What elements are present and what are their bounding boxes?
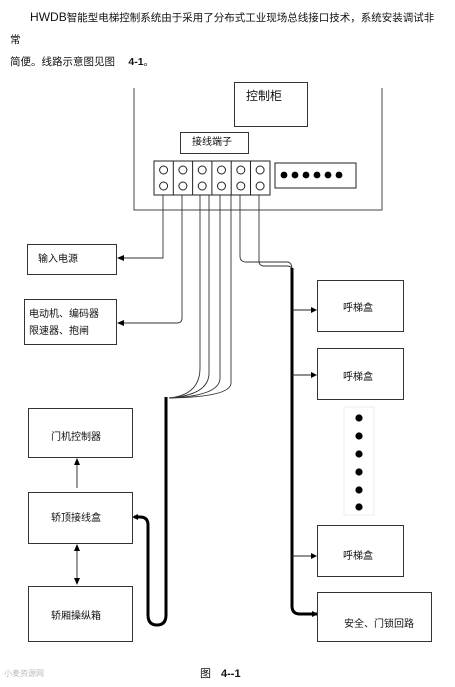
door-controller-box — [28, 408, 133, 458]
bus-arrow-1 — [311, 307, 317, 313]
door-controller-label: 门机控制器 — [51, 432, 101, 443]
door-link-arrow — [74, 458, 80, 465]
motor-encoder-label-1: 电动机、编码器 — [29, 309, 99, 320]
wire-traveling-4 — [168, 195, 232, 399]
call-box-2-label: 呼梯盒 — [343, 372, 373, 383]
call-box-1-label: 呼梯盒 — [343, 303, 373, 314]
power-arrow — [117, 255, 124, 261]
brand-name: HWDB — [30, 10, 67, 24]
traveling-cable — [134, 397, 168, 627]
hall-bus-cable — [290, 268, 318, 616]
motor-encoder-label-2: 限速器、抱闸 — [29, 326, 89, 337]
wire-power — [122, 195, 164, 259]
panel-link-arrow-down — [74, 578, 80, 585]
call-box-3 — [317, 525, 404, 577]
wire-traveling-3 — [168, 195, 221, 399]
intro-text-2: 简便。线路示意图见图 — [10, 56, 115, 68]
car-operating-panel-box — [28, 586, 133, 642]
power-input-label: 输入电源 — [38, 254, 78, 265]
caption-number: 4--1 — [221, 668, 241, 680]
figure-caption: 图 4--1 — [200, 665, 241, 681]
terminal-ellipsis-box — [274, 162, 357, 189]
terminal-label: 接线端子 — [192, 137, 232, 148]
caption-prefix: 图 — [200, 667, 211, 680]
power-input-box — [27, 244, 117, 275]
wire-motor — [122, 195, 183, 324]
panel-link-arrow-up — [74, 544, 80, 551]
control-cabinet-outline — [133, 88, 383, 211]
call-box-3-label: 呼梯盒 — [343, 551, 373, 562]
intro-line-1: HWDB智能型电梯控制系统由于采用了分布式工业现场总线接口技术，系统安装调试非常 — [10, 6, 440, 51]
watermark: 小麦资源网 — [4, 669, 44, 678]
safety-circuit-box — [317, 592, 432, 642]
car-top-box-label: 轿顶接线盒 — [51, 513, 101, 524]
intro-paragraph: HWDB智能型电梯控制系统由于采用了分布式工业现场总线接口技术，系统安装调试非常… — [10, 6, 440, 73]
call-box-2 — [317, 348, 404, 400]
wire-traveling-1 — [168, 195, 201, 399]
control-cabinet-label-box — [234, 82, 308, 127]
car-top-box — [28, 492, 133, 544]
bus-arrow-3 — [311, 553, 317, 559]
wire-bus-1 — [239, 195, 293, 271]
traveling-cable-arrow — [132, 514, 138, 520]
figure-reference: 4-1 — [128, 56, 144, 68]
terminal-label-box — [180, 132, 249, 154]
intro-line-2: 简便。线路示意图见图 4-1。 — [10, 51, 440, 73]
intro-text-1: 智能型电梯控制系统由于采用了分布式工业现场总线接口技术，系统安装调试非常 — [10, 12, 435, 46]
motor-arrow — [117, 320, 124, 326]
wire-bus-2 — [258, 195, 293, 271]
call-box-1 — [317, 280, 404, 332]
intro-period: 。 — [143, 56, 155, 68]
bus-arrow-2 — [311, 372, 317, 378]
safety-circuit-label: 安全、门锁回路 — [344, 619, 414, 630]
bus-arrow-4 — [312, 611, 318, 617]
car-operating-panel-label: 轿厢操纵箱 — [51, 611, 101, 622]
terminal-block — [153, 160, 271, 196]
call-box-ellipsis — [343, 406, 375, 516]
control-cabinet-label: 控制柜 — [246, 89, 283, 103]
wire-traveling-2 — [168, 195, 210, 399]
motor-encoder-box — [24, 299, 117, 345]
